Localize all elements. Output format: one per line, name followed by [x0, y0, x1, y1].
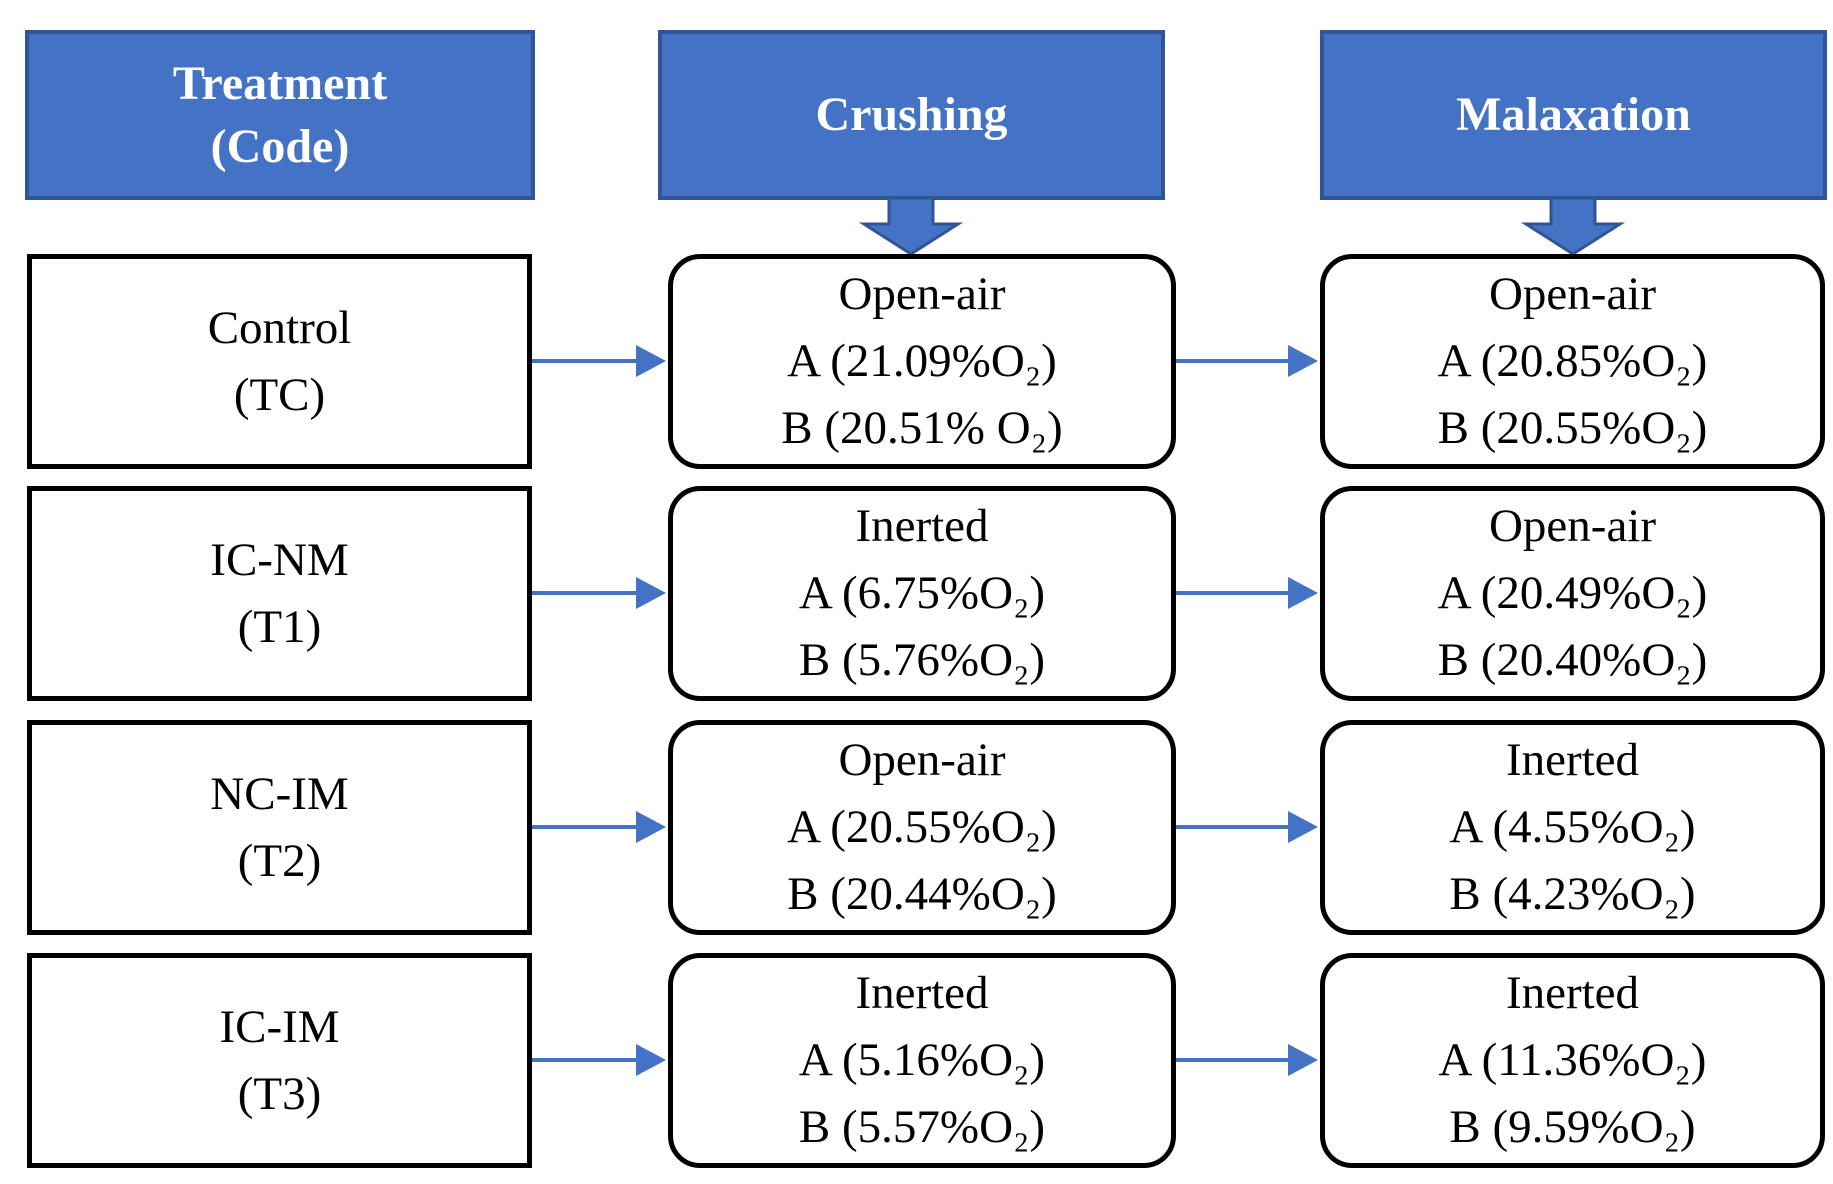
crushing-condition: Open-air: [838, 734, 1006, 787]
crushing-condition: Inerted: [855, 500, 989, 553]
treatment-code: (T3): [237, 1067, 322, 1120]
crushing-value-b: B (5.76%O₂): [798, 633, 1046, 686]
malaxation-box-row1: Open-air A (20.85%O₂) B (20.55%O₂): [1320, 254, 1825, 469]
malaxation-header-box: Malaxation: [1320, 30, 1827, 200]
arrow-right-icon: [1176, 811, 1318, 843]
crushing-box-row3: Open-air A (20.55%O₂) B (20.44%O₂): [668, 720, 1176, 935]
crushing-value-a: A (6.75%O₂): [798, 567, 1046, 620]
treatment-name: IC-NM: [210, 533, 349, 586]
arrow-right-icon: [1176, 577, 1318, 609]
malaxation-value-b: B (20.40%O₂): [1437, 633, 1708, 686]
malaxation-value-a: A (4.55%O₂): [1449, 801, 1696, 854]
malaxation-box-row2: Open-air A (20.49%O₂) B (20.40%O₂): [1320, 486, 1825, 701]
malaxation-box-row4: Inerted A (11.36%O₂) B (9.59%O₂): [1320, 953, 1825, 1168]
treatment-header-line2: (Code): [210, 120, 350, 173]
crushing-condition: Inerted: [855, 967, 989, 1020]
treatment-name: IC-IM: [219, 1000, 340, 1053]
crushing-condition: Open-air: [838, 268, 1006, 321]
arrow-right-icon: [532, 577, 666, 609]
malaxation-value-a: A (11.36%O₂): [1438, 1034, 1707, 1087]
treatment-name: NC-IM: [210, 767, 349, 820]
crushing-box-row4: Inerted A (5.16%O₂) B (5.57%O₂): [668, 953, 1176, 1168]
arrow-right-icon: [532, 1044, 666, 1076]
treatment-code: (T2): [237, 834, 322, 887]
treatment-header-box: Treatment (Code): [25, 30, 535, 200]
malaxation-value-b: B (4.23%O₂): [1449, 867, 1696, 920]
malaxation-value-a: A (20.85%O₂): [1437, 335, 1708, 388]
crushing-box-row2: Inerted A (6.75%O₂) B (5.76%O₂): [668, 486, 1176, 701]
arrow-down-icon: [1520, 198, 1626, 256]
treatment-code: (T1): [237, 600, 322, 653]
crushing-value-a: A (21.09%O₂): [787, 335, 1057, 388]
crushing-value-a: A (5.16%O₂): [798, 1034, 1046, 1087]
treatment-box-control: Control (TC): [27, 254, 532, 469]
treatment-name: Control: [207, 301, 352, 354]
arrow-right-icon: [1176, 345, 1318, 377]
malaxation-condition: Open-air: [1488, 268, 1657, 321]
malaxation-value-b: B (20.55%O₂): [1437, 401, 1708, 454]
malaxation-value-b: B (9.59%O₂): [1449, 1100, 1696, 1153]
arrow-right-icon: [1176, 1044, 1318, 1076]
malaxation-header-label: Malaxation: [1456, 88, 1691, 142]
crushing-value-b: B (20.51% O₂): [781, 401, 1063, 454]
crushing-value-a: A (20.55%O₂): [787, 801, 1057, 854]
malaxation-box-row3: Inerted A (4.55%O₂) B (4.23%O₂): [1320, 720, 1825, 935]
treatment-code: (TC): [233, 368, 326, 421]
arrow-right-icon: [532, 811, 666, 843]
malaxation-condition: Inerted: [1505, 967, 1640, 1020]
treatment-box-nc-im: NC-IM (T2): [27, 720, 532, 935]
crushing-header-box: Crushing: [658, 30, 1165, 200]
treatment-box-ic-nm: IC-NM (T1): [27, 486, 532, 701]
treatment-box-ic-im: IC-IM (T3): [27, 953, 532, 1168]
malaxation-condition: Inerted: [1505, 734, 1640, 787]
malaxation-value-a: A (20.49%O₂): [1437, 567, 1708, 620]
crushing-box-row1: Open-air A (21.09%O₂) B (20.51% O₂): [668, 254, 1176, 469]
crushing-header-label: Crushing: [815, 88, 1008, 142]
arrow-right-icon: [532, 345, 666, 377]
malaxation-condition: Open-air: [1488, 500, 1657, 553]
crushing-value-b: B (5.57%O₂): [798, 1100, 1046, 1153]
arrow-down-icon: [858, 198, 964, 256]
treatment-header-line1: Treatment: [172, 56, 388, 110]
crushing-value-b: B (20.44%O₂): [787, 867, 1057, 920]
